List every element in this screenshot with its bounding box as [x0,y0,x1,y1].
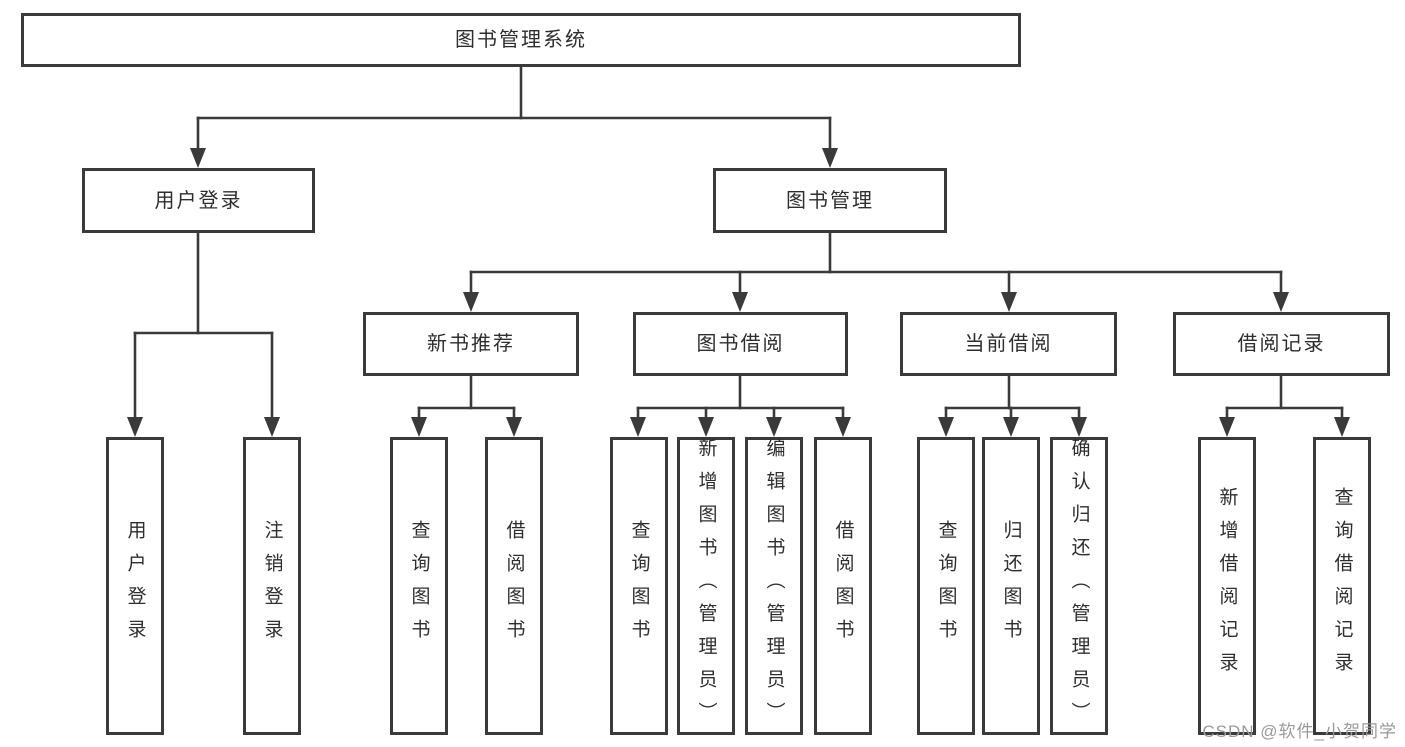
node-leaf-nb-query-books-label: 查询图书 [408,520,430,652]
node-book-management-label: 图书管理 [786,189,874,212]
node-root: 图书管理系统 [21,13,1021,67]
node-new-book-recommendation-label: 新书推荐 [427,333,515,355]
node-leaf-bb-borrow-books-label: 借阅图书 [832,520,854,652]
node-borrowing-records-label: 借阅记录 [1237,333,1326,355]
node-leaf-logout: 注销登录 [243,437,301,735]
node-current-borrowing-label: 当前借阅 [964,333,1053,355]
node-leaf-user-login: 用户登录 [106,437,164,735]
node-leaf-br-query-record: 查询借阅记录 [1313,437,1371,735]
node-book-borrowing-label: 图书借阅 [696,333,785,355]
node-book-borrowing: 图书借阅 [633,312,848,376]
node-leaf-logout-label: 注销登录 [261,520,283,652]
node-leaf-bb-edit-book-admin-label: 编辑图书（管理员） [763,437,785,735]
node-leaf-cb-confirm-return-admin-label: 确认归还（管理员） [1068,437,1090,735]
node-leaf-bb-add-book-admin: 新增图书（管理员） [677,437,735,735]
node-leaf-bb-query-books-label: 查询图书 [628,520,650,652]
node-leaf-cb-confirm-return-admin: 确认归还（管理员） [1050,437,1108,735]
node-leaf-br-query-record-label: 查询借阅记录 [1331,487,1353,685]
node-leaf-bb-borrow-books: 借阅图书 [814,437,872,735]
node-leaf-nb-borrow-books-label: 借阅图书 [503,520,525,652]
node-leaf-cb-query-books-label: 查询图书 [935,520,957,652]
node-user-login: 用户登录 [82,168,315,233]
node-leaf-user-login-label: 用户登录 [124,520,146,652]
node-leaf-cb-return-books-label: 归还图书 [1000,520,1022,652]
node-leaf-cb-return-books: 归还图书 [982,437,1040,735]
node-new-book-recommendation: 新书推荐 [363,312,579,376]
node-user-login-label: 用户登录 [154,189,243,212]
node-leaf-nb-borrow-books: 借阅图书 [485,437,543,735]
csdn-watermark: CSDN @软件_小贺同学 [1202,722,1397,741]
node-leaf-bb-edit-book-admin: 编辑图书（管理员） [745,437,803,735]
node-leaf-bb-add-book-admin-label: 新增图书（管理员） [695,437,717,735]
node-root-label: 图书管理系统 [455,29,587,51]
node-current-borrowing: 当前借阅 [900,312,1117,376]
node-leaf-br-add-record: 新增借阅记录 [1198,437,1256,735]
node-leaf-bb-query-books: 查询图书 [610,437,668,735]
node-borrowing-records: 借阅记录 [1173,312,1390,376]
node-book-management: 图书管理 [713,168,947,233]
node-leaf-br-add-record-label: 新增借阅记录 [1216,487,1238,685]
node-leaf-nb-query-books: 查询图书 [390,437,448,735]
node-leaf-cb-query-books: 查询图书 [917,437,975,735]
